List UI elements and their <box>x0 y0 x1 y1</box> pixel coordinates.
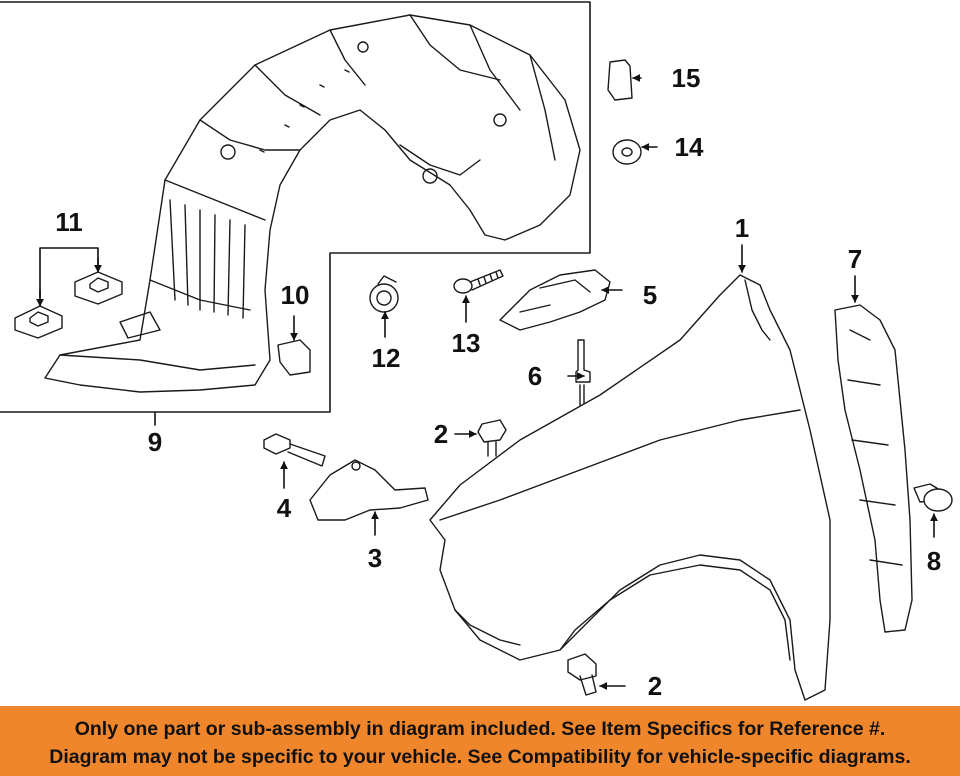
fender-liner-part <box>44 14 581 393</box>
callout-2-upper: 2 <box>433 419 449 449</box>
callout-4: 4 <box>276 493 292 523</box>
callout-5: 5 <box>642 280 658 310</box>
bolt-2-lower-part <box>567 653 597 696</box>
clip-15-part <box>607 59 633 101</box>
callout-7: 7 <box>847 244 863 274</box>
clip-14-part <box>612 139 642 165</box>
stud-6-part <box>575 339 591 406</box>
seal-7-part <box>834 304 913 633</box>
clip-8-part <box>913 483 953 512</box>
parts-diagram <box>0 1 953 701</box>
callout-11: 11 <box>55 207 83 237</box>
callout-9: 9 <box>147 427 163 457</box>
callout-14: 14 <box>674 132 704 162</box>
callout-3: 3 <box>367 543 383 573</box>
callout-13: 13 <box>451 328 481 358</box>
callout-1: 1 <box>734 213 750 243</box>
bolt-2-upper-part <box>477 419 507 457</box>
callout-2-lower: 2 <box>647 671 663 701</box>
clip-11-parts <box>14 271 123 339</box>
bracket-3-part <box>309 459 429 521</box>
fender-part <box>429 274 831 701</box>
disclaimer-banner: Only one part or sub-assembly in diagram… <box>0 706 960 776</box>
callout-8: 8 <box>926 546 942 576</box>
grommet-12-part <box>369 275 399 313</box>
bolt-4-part <box>263 433 326 467</box>
leader-lines <box>36 74 938 690</box>
callout-6: 6 <box>527 361 543 391</box>
callout-15: 15 <box>671 63 701 93</box>
callout-12: 12 <box>371 343 401 373</box>
disclaimer-line-2: Diagram may not be specific to your vehi… <box>49 746 911 768</box>
bracket-5-part <box>499 269 611 331</box>
disclaimer-line-1: Only one part or sub-assembly in diagram… <box>74 718 886 740</box>
clip-10-part <box>277 339 311 376</box>
callout-10: 10 <box>280 280 310 310</box>
screw-13-part <box>453 269 504 294</box>
liner-inset-box <box>0 1 591 413</box>
